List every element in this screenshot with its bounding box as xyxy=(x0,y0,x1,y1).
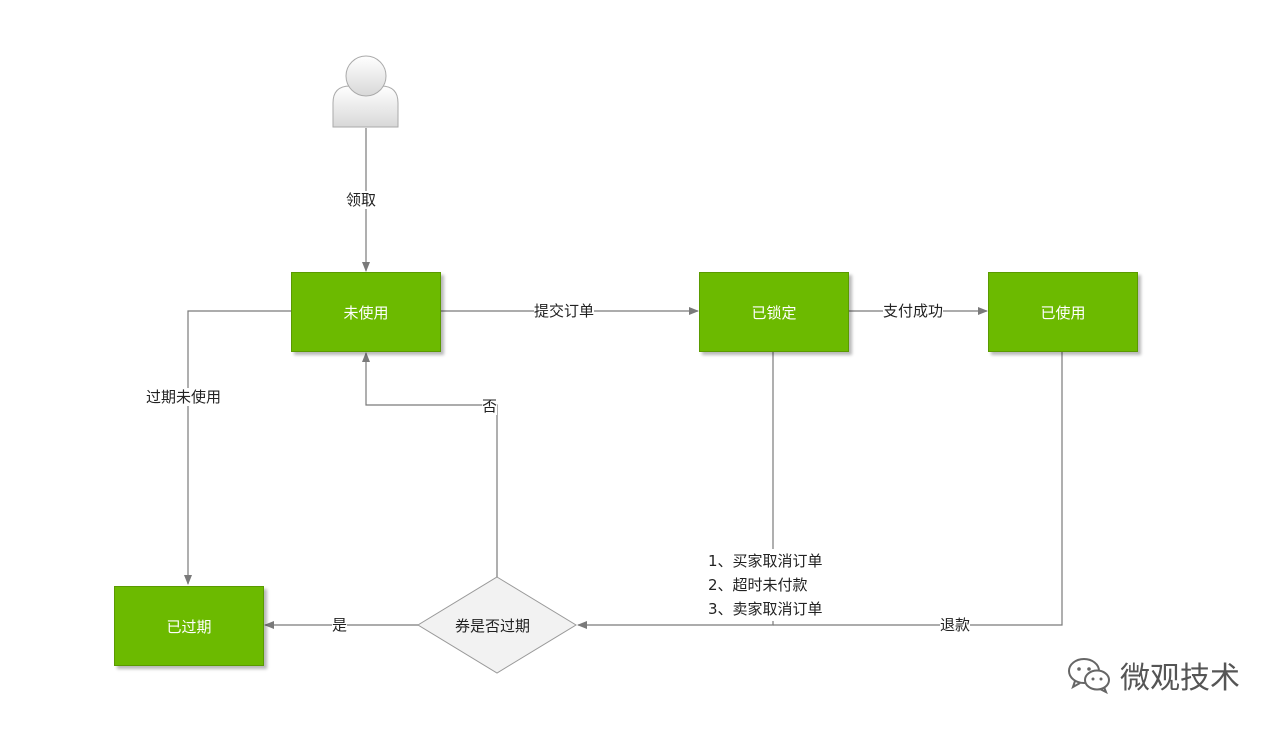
cancel-reason-item: 1、买家取消订单 xyxy=(708,552,823,570)
label-expired-unused: 过期未使用 xyxy=(146,388,222,406)
state-used: 已使用 xyxy=(988,272,1138,352)
edge-refund xyxy=(773,352,1063,626)
cancel-reason-item: 2、超时未付款 xyxy=(708,576,808,594)
state-expired: 已过期 xyxy=(114,586,264,666)
state-locked: 已锁定 xyxy=(699,272,849,352)
user-icon xyxy=(332,55,399,128)
watermark: 微观技术 xyxy=(1066,653,1240,697)
state-unused: 未使用 xyxy=(291,272,441,352)
wechat-icon xyxy=(1068,658,1110,695)
decision-label: 券是否过期 xyxy=(455,617,531,635)
label-no: 否 xyxy=(482,397,498,415)
label-submit-order: 提交订单 xyxy=(534,302,595,320)
state-unused-label: 未使用 xyxy=(343,303,389,322)
label-refund: 退款 xyxy=(940,616,971,634)
cancel-reason-item: 3、卖家取消订单 xyxy=(708,600,823,618)
state-expired-label: 已过期 xyxy=(166,617,212,636)
label-pay-success: 支付成功 xyxy=(883,302,944,320)
edge-expired-unused xyxy=(184,310,291,585)
watermark-text: 微观技术 xyxy=(1120,661,1240,696)
label-cancel-reasons: 1、买家取消订单 2、超时未付款 3、卖家取消订单 xyxy=(706,549,825,621)
label-claim: 领取 xyxy=(346,191,377,209)
label-yes: 是 xyxy=(332,616,348,634)
state-locked-label: 已锁定 xyxy=(751,303,797,322)
decision-diamond xyxy=(417,576,577,674)
edge-no xyxy=(362,352,498,577)
state-used-label: 已使用 xyxy=(1040,303,1086,322)
